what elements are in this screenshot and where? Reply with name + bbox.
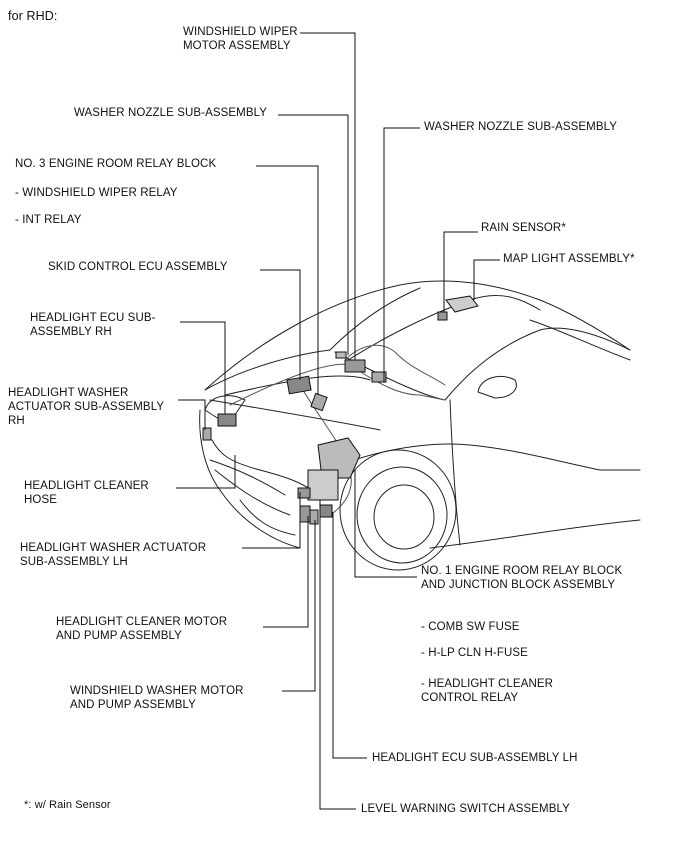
component-aux-box <box>310 392 328 412</box>
component-wiper-motor <box>344 359 366 373</box>
component-washer-tank <box>307 469 339 501</box>
car-front-wheel-arch <box>339 449 457 571</box>
label-headlight-ecu-lh: HEADLIGHT ECU SUB-ASSEMBLY LH <box>372 752 578 764</box>
label-washer-nozzle-left: WASHER NOZZLE SUB-ASSEMBLY <box>74 107 268 119</box>
car-door-line <box>449 319 631 546</box>
label-relay-block-1-item-3: - HEADLIGHT CLEANER CONTROL RELAY <box>421 678 554 704</box>
car-roof-line <box>204 280 631 391</box>
leader-hl-washer-act-lh <box>242 492 301 549</box>
component-map-light <box>445 295 479 313</box>
leader-hl-washer-act-rh <box>178 399 206 430</box>
leader-washer-nozzle-left <box>278 114 349 355</box>
leader-skid-control <box>260 269 301 380</box>
component-rain-sensor <box>437 311 448 321</box>
label-relay-block-3-item-2: - INT RELAY <box>15 214 82 226</box>
component-hl-washer-act-lh <box>297 487 311 499</box>
leader-level-warning <box>319 500 356 810</box>
car-hood <box>204 349 381 431</box>
car-grille <box>209 459 296 536</box>
leader-ws-washer-motor <box>282 520 316 692</box>
component-skid-control <box>286 375 312 395</box>
car-side <box>329 443 641 471</box>
component-ws-washer-motor <box>309 509 319 525</box>
label-washer-nozzle-right: WASHER NOZZLE SUB-ASSEMBLY <box>424 121 618 133</box>
component-washer-nozzle-left <box>335 351 347 359</box>
label-relay-block-1: NO. 1 ENGINE ROOM RELAY BLOCK AND JUNCTI… <box>421 565 623 591</box>
footnote: *: w/ Rain Sensor <box>24 799 111 811</box>
leader-relay-block-3 <box>256 165 319 395</box>
component-hl-washer-act-rh <box>202 427 212 441</box>
label-hl-cleaner-motor: HEADLIGHT CLEANER MOTOR AND PUMP ASSEMBL… <box>56 616 228 642</box>
leader-rain-sensor <box>443 231 478 312</box>
label-relay-block-1-item-1: - COMB SW FUSE <box>421 621 520 633</box>
label-relay-block-1-item-2: - H-LP CLN H-FUSE <box>421 647 528 659</box>
car-headlight-rh <box>204 395 246 426</box>
label-ws-washer-motor: WINDSHIELD WASHER MOTOR AND PUMP ASSEMBL… <box>70 685 244 711</box>
label-level-warning: LEVEL WARNING SWITCH ASSEMBLY <box>361 803 570 815</box>
component-headlight-ecu-rh <box>217 413 237 427</box>
label-hl-washer-act-lh: HEADLIGHT WASHER ACTUATOR SUB-ASSEMBLY L… <box>20 542 207 568</box>
car-a-pillar <box>444 327 631 401</box>
leader-washer-nozzle-right <box>383 127 420 382</box>
component-relay-block-3 <box>371 371 387 383</box>
leader-map-light <box>473 259 500 300</box>
car-front-bumper <box>211 439 321 496</box>
page-title: for RHD: <box>8 9 58 23</box>
wiring-harness <box>229 363 446 406</box>
car-front-wheel <box>356 466 448 564</box>
label-hl-washer-act-rh: HEADLIGHT WASHER ACTUATOR SUB-ASSEMBLY R… <box>8 387 165 427</box>
wiring-harness-3 <box>344 344 446 386</box>
car-windshield <box>329 287 541 363</box>
car-front-wheel-hub <box>373 484 435 550</box>
leader-headlight-ecu-lh <box>332 512 367 759</box>
label-skid-control: SKID CONTROL ECU ASSEMBLY <box>48 261 228 273</box>
label-headlight-ecu-rh: HEADLIGHT ECU SUB- ASSEMBLY RH <box>30 312 156 338</box>
leader-wiper-motor <box>300 32 356 360</box>
car-side-sill <box>429 519 641 549</box>
label-map-light: MAP LIGHT ASSEMBLY* <box>503 253 635 265</box>
label-relay-block-3-item-1: - WINDSHIELD WIPER RELAY <box>15 187 178 199</box>
car-mirror <box>477 376 517 399</box>
label-relay-block-3: NO. 3 ENGINE ROOM RELAY BLOCK <box>15 158 217 170</box>
label-rain-sensor: RAIN SENSOR* <box>481 222 566 234</box>
label-hl-cleaner-hose: HEADLIGHT CLEANER HOSE <box>24 480 149 506</box>
leader-hl-cleaner-hose <box>176 455 236 489</box>
leader-hl-cleaner-motor <box>263 516 309 628</box>
leader-relay-block-1 <box>354 470 417 578</box>
label-wiper-motor: WINDSHIELD WIPER MOTOR ASSEMBLY <box>183 26 298 52</box>
component-headlight-ecu-lh <box>319 504 333 518</box>
leader-headlight-ecu-rh <box>180 321 226 414</box>
car-hood-crease <box>224 375 371 396</box>
car-front-fascia <box>199 409 301 549</box>
